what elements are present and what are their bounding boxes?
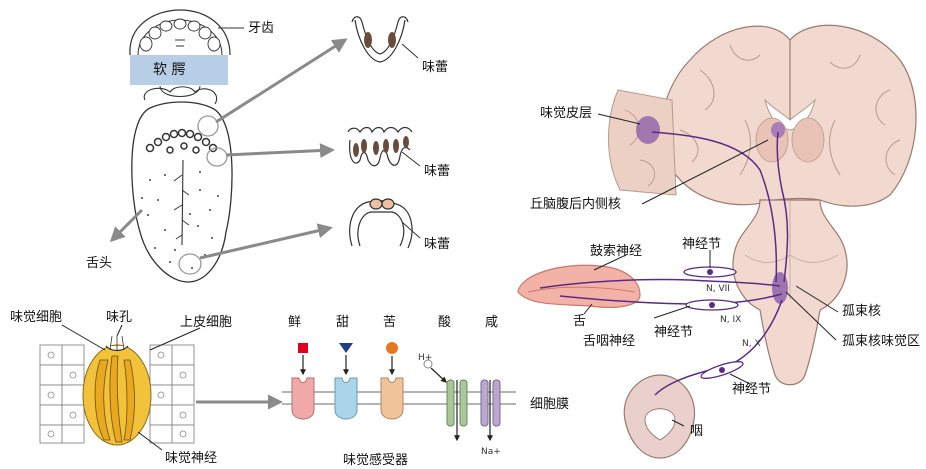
label-teeth: 牙齿: [248, 21, 274, 37]
label-nerve-x: N, X: [742, 336, 761, 352]
mouth-drawing: [130, 10, 244, 282]
label-h-ion: H+: [418, 350, 432, 366]
label-taste-pore: 味孔: [106, 310, 132, 326]
label-na-ion: Na+: [481, 444, 501, 460]
label-sour: 酸: [438, 315, 451, 331]
label-thalamus: 丘脑腹后内侧核: [530, 197, 621, 213]
label-pharynx: 咽: [690, 424, 703, 440]
foliate-papilla-middle: [348, 128, 412, 166]
umami-receptor: [292, 378, 314, 419]
label-taste-bud-3: 味蕾: [424, 237, 450, 253]
label-glossopharyngeal: 舌咽神经: [583, 334, 635, 350]
bitter-receptor: [381, 378, 403, 419]
label-cell-membrane: 细胞膜: [530, 397, 569, 413]
label-soft-palate: 软 腭: [153, 62, 185, 78]
umami-ligand: [298, 343, 308, 353]
label-tongue-tip: 舌头: [86, 256, 112, 272]
label-salty: 咸: [485, 315, 498, 331]
sweet-receptor: [335, 378, 357, 419]
label-umami: 鲜: [288, 315, 301, 331]
cortex-inset: [608, 90, 676, 195]
label-bitter: 苦: [383, 315, 396, 331]
label-sweet: 甜: [336, 315, 349, 331]
label-epithelial-cell: 上皮细胞: [180, 315, 232, 331]
nts-area: [772, 272, 788, 304]
label-ganglion-top: 神经节: [682, 237, 721, 253]
label-tongue: 舌: [573, 314, 586, 330]
label-taste-bud-2: 味蕾: [424, 164, 450, 180]
bitter-ligand: [386, 342, 398, 354]
label-nerve-vii: N, VII: [706, 281, 730, 297]
label-ganglion-mid: 神经节: [654, 325, 693, 341]
label-taste-receptor: 味觉感受器: [343, 453, 408, 469]
label-nts: 孤束核: [842, 304, 881, 320]
label-taste-bud-1: 味蕾: [422, 60, 448, 76]
label-ganglion-bot: 神经节: [732, 382, 771, 398]
receptor-panel: [282, 342, 516, 440]
label-nerve-ix: N, IX: [720, 312, 741, 328]
cerebrum: [660, 25, 916, 206]
label-taste-cortex: 味觉皮层: [540, 106, 592, 122]
fungiform-papilla-bottom: [350, 199, 412, 248]
taste-cortex-area: [636, 116, 660, 144]
sweet-ligand: [339, 343, 353, 353]
label-taste-cell: 味觉细胞: [10, 310, 62, 326]
label-nts-taste-area: 孤束核味觉区: [842, 334, 920, 350]
taste-bud-drawing: [40, 325, 200, 450]
label-chorda-tympani: 鼓索神经: [590, 244, 642, 260]
foliate-papilla-top: [352, 17, 408, 62]
label-taste-nerve: 味觉神经: [165, 451, 217, 467]
